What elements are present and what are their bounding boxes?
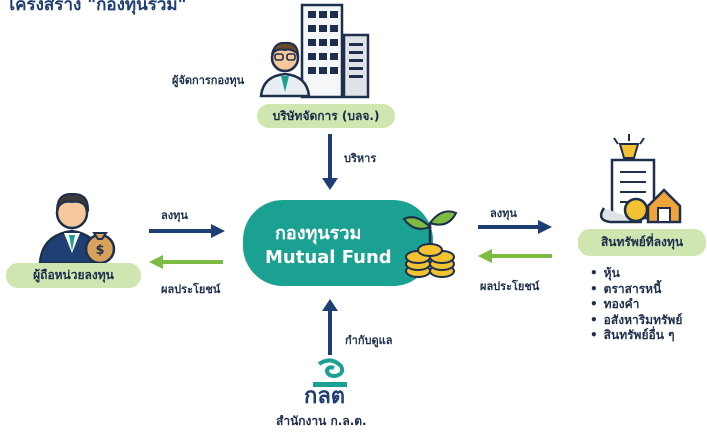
fund-name-thai: กองทุนรวม [275, 223, 362, 244]
investor-return-arrow [149, 255, 223, 269]
investor-invest-label: ลงทุน [161, 209, 188, 222]
sec-logo-icon [313, 358, 347, 387]
fund-manager-label: ผู้จัดการกองทุน [172, 74, 245, 87]
regulator-name: สำนักงาน ก.ล.ต. [276, 414, 367, 428]
sec-logo-text: กลต [304, 384, 346, 409]
fund-manager-avatar-icon [259, 41, 311, 98]
management-company-label: บริษัทจัดการ (บลจ.) [257, 104, 395, 128]
list-item: ตราสารหนี้ [590, 282, 682, 298]
diagram-title: โครงสร้าง "กองทุนรวม" [6, 0, 187, 15]
svg-text:$: $ [95, 243, 104, 258]
fund-name-english: Mutual Fund [265, 247, 392, 268]
assets-return-label: ผลประโยชน์ [480, 280, 540, 293]
mutual-fund-box: กองทุนรวม Mutual Fund [243, 200, 433, 286]
assets-return-arrow [478, 249, 552, 263]
assets-icon [599, 134, 682, 224]
manage-arrow [322, 134, 338, 190]
investor-avatar-icon: $ [38, 192, 116, 265]
investor-invest-arrow [149, 224, 225, 238]
assets-label: สินทรัพย์ที่ลงทุน [578, 229, 706, 256]
office-building-icon [300, 3, 370, 99]
list-item: สินทรัพย์อื่น ๆ [590, 328, 682, 344]
list-item: ทองคำ [590, 297, 682, 313]
investor-label: ผู้ถือหน่วยลงทุน [6, 263, 141, 288]
assets-invest-arrow [478, 220, 552, 234]
list-item: หุ้น [590, 266, 682, 282]
manage-label: บริหาร [344, 152, 377, 165]
regulate-label: กำกับดูแล [345, 334, 393, 347]
list-item: อสังหาริมทรัพย์ [590, 313, 683, 329]
investor-return-label: ผลประโยชน์ [161, 283, 221, 296]
coin-plant-icon [402, 210, 458, 278]
assets-invest-label: ลงทุน [490, 207, 517, 220]
asset-list: หุ้น ตราสารหนี้ ทองคำ อสังหาริมทรัพย์ สิ… [590, 266, 683, 344]
regulate-arrow [322, 299, 338, 355]
